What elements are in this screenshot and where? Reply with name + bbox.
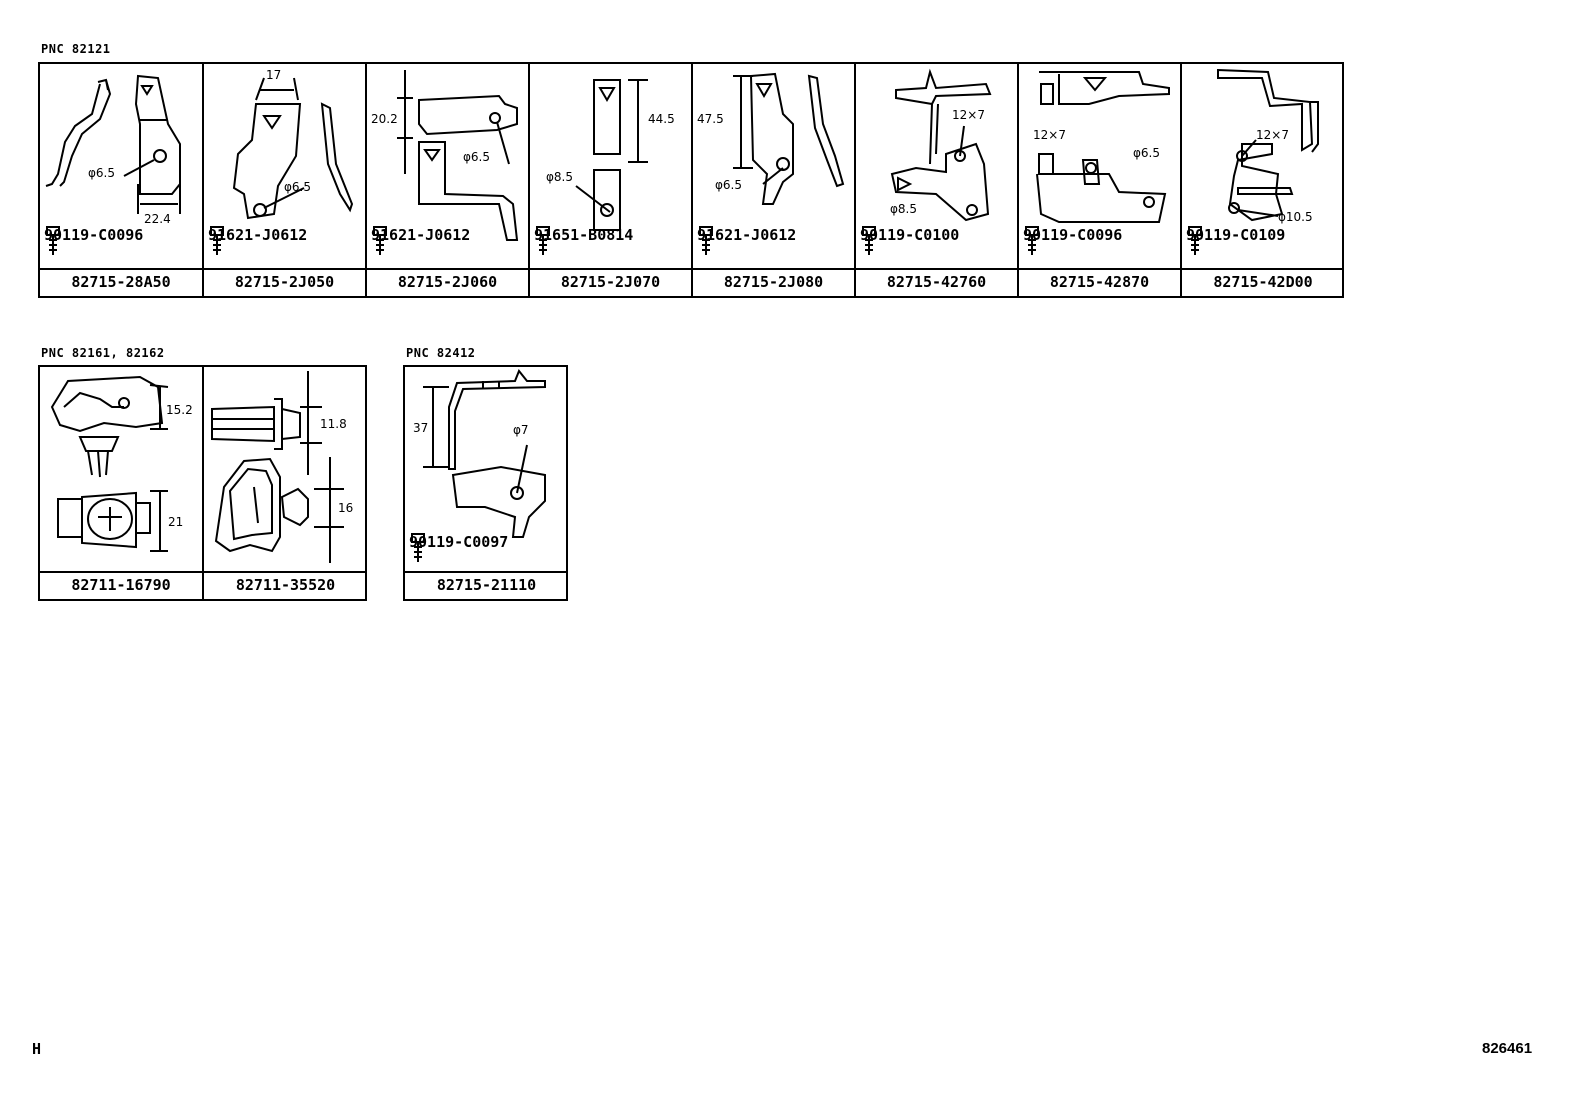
bolt-icon [1025, 226, 1039, 255]
bracket-drawing [1036, 71, 1170, 223]
part-number: 82715-42870 [1019, 268, 1180, 296]
dimension-label: 22.4 [144, 212, 171, 226]
clamp-drawing [211, 371, 344, 563]
part-cell[interactable]: 12×7 φ10.5 90119-C0109 82715-42D00 [1182, 64, 1344, 296]
dimension-label: 20.2 [371, 112, 398, 126]
clamp-drawing [50, 375, 169, 552]
dimension-label: 11.8 [320, 417, 347, 431]
bolt-part-number: 90119-C0097 [409, 533, 509, 551]
bolt-callout: 90119-C0097 [409, 533, 509, 562]
part-cell[interactable]: 12×7 φ6.5 90119-C0096 82715-42870 [1019, 64, 1182, 296]
parts-table-82412: 37 φ7 90119-C0097 82715-21110 [403, 365, 568, 601]
dimension-label: φ10.5 [1278, 210, 1313, 224]
bolt-part-number: 91621-J0612 [371, 226, 471, 244]
part-number: 82715-2J070 [530, 268, 691, 296]
dimension-label: φ7 [513, 423, 529, 437]
bracket-drawing [397, 70, 519, 241]
bolt-icon [1188, 226, 1202, 255]
part-cell[interactable]: 11.8 16 82711-35520 [204, 367, 367, 599]
part-number: 82711-16790 [40, 571, 202, 599]
bracket-drawing [45, 74, 181, 214]
bolt-icon [210, 226, 224, 255]
dimension-label: φ6.5 [463, 150, 490, 164]
bolt-part-number: 91621-J0612 [697, 226, 797, 244]
bolt-part-number: 91651-B0814 [534, 226, 634, 244]
bolt-icon [411, 533, 425, 562]
bracket-drawing [575, 79, 648, 231]
part-number: 82715-28A50 [40, 268, 202, 296]
part-number: 82715-2J060 [367, 268, 528, 296]
bolt-callout: 90119-C0096 [1023, 226, 1123, 255]
part-cell[interactable]: 15.2 21 82711-16790 [40, 367, 204, 599]
dimension-label: φ8.5 [890, 202, 917, 216]
part-cell[interactable]: 17 φ6.5 91621-J0612 82715-2J050 [204, 64, 367, 296]
part-number: 82715-42D00 [1182, 268, 1344, 296]
pnc-label: PNC 82161, 82162 [41, 346, 165, 360]
dimension-label: 16 [338, 501, 354, 515]
page-code-left: H [32, 1040, 42, 1058]
bolt-icon [536, 226, 550, 255]
bracket-drawing [890, 68, 992, 222]
dimension-label: 12×7 [1033, 128, 1066, 142]
dimension-label: 47.5 [697, 112, 724, 126]
bolt-callout: 91621-J0612 [697, 226, 797, 255]
pnc-label: PNC 82121 [41, 42, 111, 56]
bolt-part-number: 91621-J0612 [208, 226, 308, 244]
part-cell[interactable]: 37 φ7 90119-C0097 82715-21110 [405, 367, 568, 599]
dimension-label: φ6.5 [88, 166, 115, 180]
part-cell[interactable]: 47.5 φ6.5 91621-J0612 82715-2J080 [693, 64, 856, 296]
bolt-icon [699, 226, 713, 255]
dimension-label: 15.2 [166, 403, 193, 417]
bracket-drawing [733, 72, 845, 205]
bolt-callout: 91621-J0612 [371, 226, 471, 255]
bolt-part-number: 90119-C0100 [860, 226, 960, 244]
bolt-icon [373, 226, 387, 255]
parts-table-82161-82162: 15.2 21 82711-16790 11.8 16 82711-35520 [38, 365, 367, 601]
dimension-label: 37 [413, 421, 429, 435]
bracket-drawing [423, 369, 546, 538]
bracket-drawing [232, 77, 354, 220]
illustration-number: 826461 [1482, 1040, 1533, 1057]
dimension-label: 44.5 [648, 112, 675, 126]
dimension-label: φ6.5 [715, 178, 742, 192]
part-cell[interactable]: 20.2 φ6.5 91621-J0612 82715-2J060 [367, 64, 530, 296]
dimension-label: 21 [168, 515, 184, 529]
bolt-icon [46, 226, 60, 255]
part-number: 82715-2J080 [693, 268, 854, 296]
dimension-label: φ6.5 [1133, 146, 1160, 160]
dimension-label: 12×7 [952, 108, 985, 122]
bolt-callout: 90119-C0096 [44, 226, 144, 255]
dimension-label: φ6.5 [284, 180, 311, 194]
bolt-part-number: 90119-C0096 [1023, 226, 1123, 244]
bolt-icon [862, 226, 876, 255]
bolt-part-number: 90119-C0096 [44, 226, 144, 244]
parts-table-82121: φ6.5 22.4 90119-C0096 82715-28A50 17 φ6.… [38, 62, 1344, 298]
part-cell[interactable]: 12×7 φ8.5 90119-C0100 82715-42760 [856, 64, 1019, 296]
dimension-label: 12×7 [1256, 128, 1289, 142]
bolt-part-number: 90119-C0109 [1186, 226, 1286, 244]
part-number: 82711-35520 [204, 571, 367, 599]
bolt-callout: 90119-C0109 [1186, 226, 1286, 255]
bracket-drawing [1217, 68, 1319, 222]
part-cell[interactable]: 44.5 φ8.5 91651-B0814 82715-2J070 [530, 64, 693, 296]
bolt-callout: 91621-J0612 [208, 226, 308, 255]
bolt-callout: 91651-B0814 [534, 226, 634, 255]
part-number: 82715-21110 [405, 571, 568, 599]
pnc-label: PNC 82412 [406, 346, 476, 360]
dimension-label: 17 [266, 68, 282, 82]
part-cell[interactable]: φ6.5 22.4 90119-C0096 82715-28A50 [40, 64, 204, 296]
dimension-label: φ8.5 [546, 170, 573, 184]
part-number: 82715-42760 [856, 268, 1017, 296]
part-number: 82715-2J050 [204, 268, 365, 296]
bolt-callout: 90119-C0100 [860, 226, 960, 255]
